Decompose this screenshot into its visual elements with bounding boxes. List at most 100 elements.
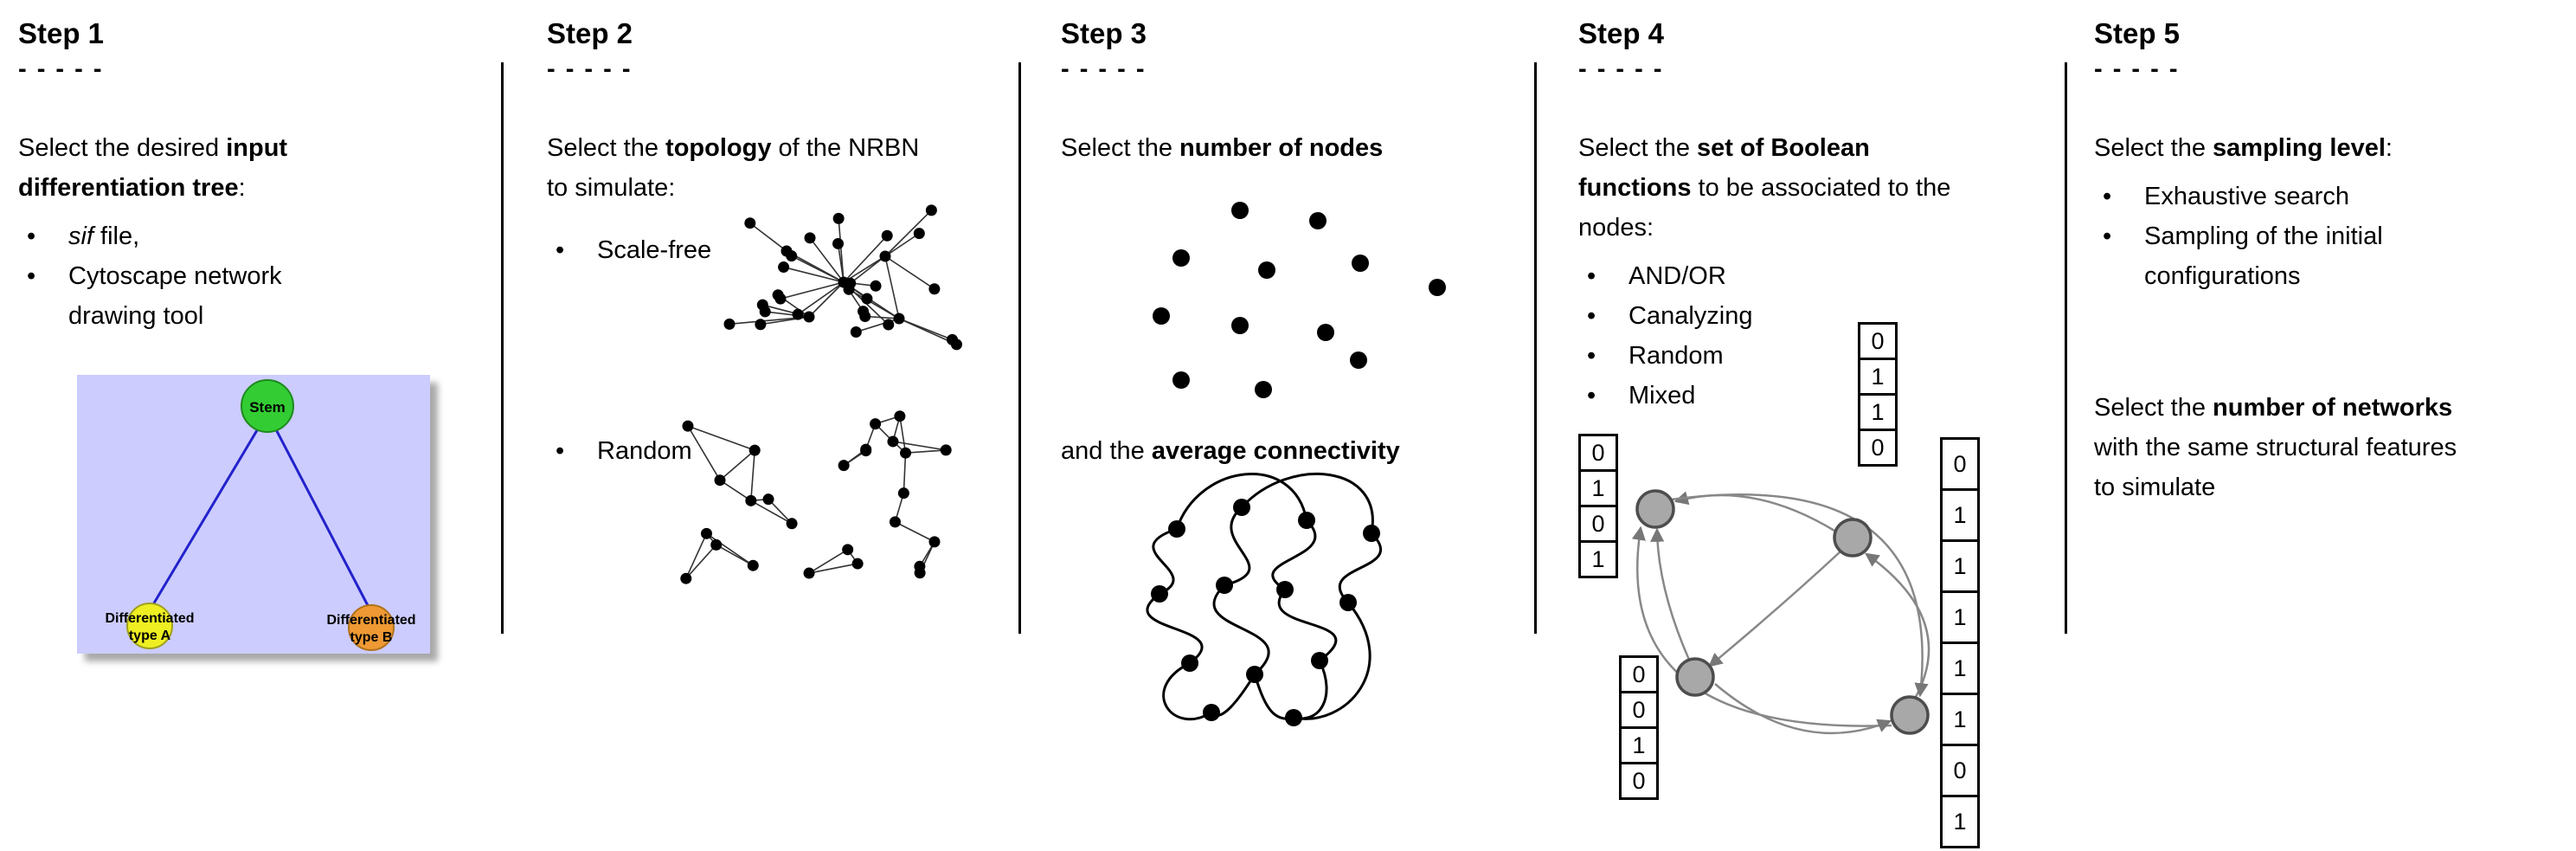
text-segment: Canalyzing	[1628, 302, 1753, 330]
step-1-dashes: - - - - -	[18, 55, 104, 83]
list-item: Random	[1578, 336, 1994, 376]
text-segment: Random	[597, 437, 692, 465]
step-5-intro: Select the sampling level:	[2094, 128, 2475, 168]
step-4-column: Step 4 - - - - - Select the set of Boole…	[1578, 17, 1994, 851]
random-network-figure	[680, 410, 952, 584]
truth-table-cell: 0	[1578, 434, 1618, 472]
step-3-dashes: - - - - -	[1061, 55, 1147, 83]
stem-node	[241, 379, 294, 433]
network-edge	[1650, 527, 1691, 661]
step-5-second-paragraph: Select the number of networks with the s…	[2094, 388, 2468, 507]
network-edge	[1865, 552, 1930, 698]
bold-text: set of Boolean functions	[1578, 134, 1870, 202]
list-item: Sampling of the initial configurations	[2094, 216, 2475, 296]
list-item: Cytoscape network drawing tool	[18, 256, 360, 336]
truth-table-cell: 1	[1858, 393, 1898, 431]
list-item: Canalyzing	[1578, 296, 1994, 336]
tree-edge-right	[266, 412, 373, 613]
boolean-network-edges	[1631, 491, 1930, 735]
step-3-column: Step 3 - - - - - Select the number of no…	[1061, 17, 1532, 851]
step-3-line1: Select the number of nodes	[1061, 128, 1532, 168]
step-1-title: Step 1	[18, 17, 105, 49]
text-segment: and the	[1061, 437, 1152, 465]
type-b-node-label: Differentiated	[326, 613, 415, 628]
type-a-node-label: Differentiated	[105, 611, 194, 626]
text-segment: to be associated to the nodes:	[1578, 174, 1951, 242]
text-segment: file,	[93, 222, 140, 250]
text-segment: AND/OR	[1628, 262, 1726, 290]
step-5-body: Select the sampling level: Exhaustive se…	[2094, 128, 2475, 296]
text-segment: of the NRBN to simulate:	[547, 134, 920, 202]
step-4-dashes: - - - - -	[1578, 55, 1664, 83]
text-segment: :	[238, 174, 246, 202]
truth-table-cell: 1	[1940, 693, 1980, 746]
column-divider	[501, 62, 504, 634]
truth-table-cell: 1	[1940, 590, 1980, 644]
step-2-body: Select the topology of the NRBN to simul…	[547, 128, 988, 208]
text-segment: with the same structural features to sim…	[2094, 434, 2457, 501]
text-segment: Select the	[2094, 134, 2213, 162]
step-3-body: Select the number of nodes	[1061, 128, 1532, 168]
list-item-random: Random	[547, 431, 692, 471]
stem-node-label: Stem	[249, 399, 286, 416]
truth-table-right: 0 1 1 1 1 1 0 1	[1940, 437, 1980, 848]
truth-table-bottom: 0 0 1 0	[1619, 655, 1659, 800]
step-5-bullet-list: Exhaustive search Sampling of the initia…	[2094, 177, 2475, 296]
truth-table-cell: 1	[1940, 795, 1980, 848]
step-1-intro: Select the desired input differentiation…	[18, 128, 416, 208]
text-segment: Random	[1628, 342, 1724, 370]
boolean-node	[1890, 695, 1930, 735]
text-segment: Select the	[1061, 134, 1180, 162]
network-edge	[1708, 551, 1841, 667]
truth-table-cell: 0	[1578, 505, 1618, 543]
truth-table-cell: 0	[1940, 744, 1980, 797]
text-segment: Scale-free	[597, 236, 712, 264]
tree-edge-left	[148, 412, 269, 611]
list-item: Exhaustive search	[2094, 177, 2475, 216]
step-4-intro: Select the set of Boolean functions to b…	[1578, 128, 1955, 248]
step-2-dashes: - - - - -	[547, 55, 633, 83]
truth-table-cell: 0	[1619, 655, 1659, 693]
truth-table-cell: 0	[1858, 429, 1898, 467]
step-4-title: Step 4	[1578, 17, 1665, 49]
nodes-dots-figure	[1153, 202, 1446, 398]
list-item: sif file,	[18, 216, 360, 256]
type-b-node	[348, 604, 395, 651]
scale-free-network-figure	[723, 204, 962, 351]
step-3-title: Step 3	[1061, 17, 1147, 49]
type-a-node-label: type A	[129, 629, 171, 643]
list-item-scale-free: Scale-free	[547, 230, 711, 270]
truth-table-cell: 0	[1858, 322, 1898, 360]
connectivity-tangle-figure	[1146, 472, 1383, 726]
list-item: AND/OR	[1578, 256, 1994, 296]
bold-text: number of nodes	[1179, 134, 1384, 162]
text-segment: Select the	[2094, 394, 2213, 422]
step-5-title: Step 5	[2094, 17, 2181, 49]
truth-table-cell: 1	[1858, 358, 1898, 396]
truth-table-cell: 1	[1940, 539, 1980, 593]
truth-table-cell: 1	[1578, 540, 1618, 578]
list-item: Mixed	[1578, 376, 1994, 416]
text-segment: Sampling of the initial configurations	[2144, 222, 2383, 290]
bold-text: input differentiation tree	[18, 134, 288, 202]
network-edge	[1714, 683, 1892, 735]
italic-text: sif	[68, 222, 93, 250]
type-b-node-label: type B	[350, 630, 393, 645]
column-divider	[1018, 62, 1021, 634]
truth-table-cell: 0	[1940, 437, 1980, 491]
truth-table-cell: 0	[1619, 762, 1659, 800]
network-edge	[1673, 491, 1835, 532]
text-segment: Exhaustive search	[2144, 183, 2349, 210]
boolean-node	[1833, 518, 1873, 558]
step-2-title: Step 2	[547, 17, 633, 49]
step-4-body: Select the set of Boolean functions to b…	[1578, 128, 1994, 416]
step-4-bullet-list: AND/OR Canalyzing Random Mixed	[1578, 256, 1994, 416]
truth-table-cell: 0	[1619, 691, 1659, 729]
truth-table-top: 0 1 1 0	[1858, 322, 1898, 467]
text-segment: :	[2385, 134, 2393, 162]
text-segment: Select the	[1578, 134, 1698, 162]
bold-text: sampling level	[2213, 134, 2386, 162]
column-divider	[2065, 62, 2067, 634]
type-a-node	[126, 603, 173, 649]
